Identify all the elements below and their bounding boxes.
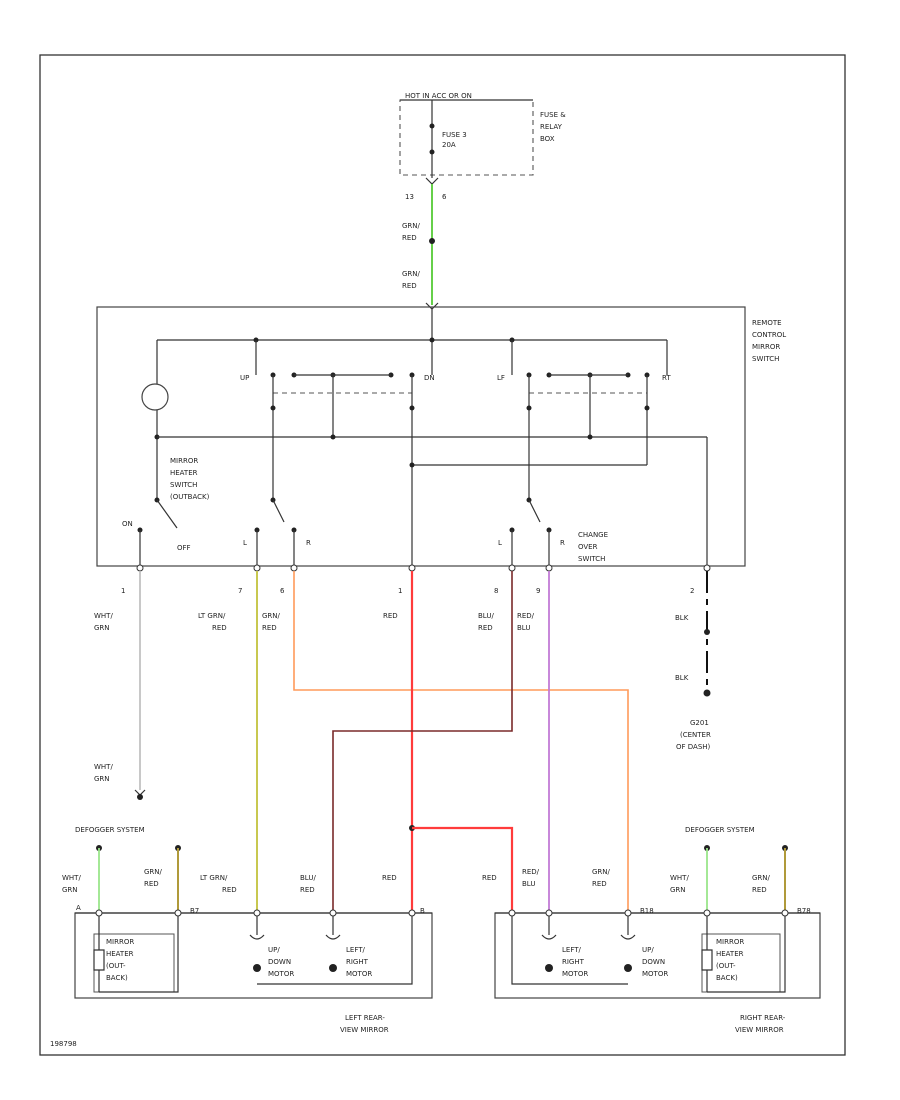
wire-label-lt-grn-red: LT GRN/RED <box>198 612 227 632</box>
diagram-frame <box>39 54 846 1056</box>
svg-text:B18: B18 <box>640 907 654 915</box>
harness-wires <box>134 571 711 910</box>
footer-code: 198798 <box>50 1040 77 1048</box>
defogger-left-label: DEFOGGER SYSTEM <box>75 826 145 834</box>
wire-label-wht-grn: WHT/GRN <box>94 612 113 632</box>
svg-text:LF: LF <box>497 374 505 382</box>
svg-text:B78: B78 <box>797 907 811 915</box>
svg-text:L: L <box>498 539 502 547</box>
svg-text:UP: UP <box>240 374 249 382</box>
right-mirror-label: RIGHT REAR-VIEW MIRROR <box>735 1014 786 1034</box>
wire-label-blk-1: BLK <box>675 614 689 622</box>
wire-label-grn-red-2: GRN/RED <box>402 270 421 290</box>
l-grn-red-label: GRN/RED <box>144 868 163 888</box>
left-mirror-label: LEFT REAR-VIEW MIRROR <box>340 1014 389 1034</box>
svg-text:6: 6 <box>280 587 285 595</box>
svg-text:R: R <box>560 539 565 547</box>
switch-connector-pins: 1 7 6 1 8 9 2 <box>121 564 711 595</box>
left-rear-view-mirror: DEFOGGER SYSTEM WHT/GRN GRN/RED LT GRN/R… <box>62 826 433 1034</box>
svg-text:B7: B7 <box>190 907 199 915</box>
wire-label-blk-2: BLK <box>675 674 689 682</box>
wire-label-grn-red: GRN/RED <box>262 612 281 632</box>
svg-text:8: 8 <box>494 587 498 595</box>
svg-text:1: 1 <box>121 587 125 595</box>
r-red-label: RED <box>482 874 497 882</box>
wire-label-blu-red: BLU/RED <box>478 612 494 632</box>
right-rear-view-mirror: DEFOGGER SYSTEM RED RED/BLU GRN/RED WHT/… <box>482 826 821 1034</box>
svg-text:2: 2 <box>690 587 694 595</box>
svg-text:7: 7 <box>238 587 242 595</box>
svg-text:L: L <box>243 539 247 547</box>
svg-text:OFF: OFF <box>177 544 191 552</box>
l-lt-grn-red-label: LT GRN/RED <box>200 874 237 894</box>
svg-text:13: 13 <box>405 193 414 201</box>
l-wht-grn-label: WHT/GRN <box>62 874 81 894</box>
r-red-blu-label: RED/BLU <box>522 868 540 888</box>
svg-text:RT: RT <box>662 374 671 382</box>
svg-text:B: B <box>420 907 425 915</box>
svg-text:9: 9 <box>536 587 540 595</box>
svg-text:A: A <box>76 904 81 912</box>
svg-text:R: R <box>306 539 311 547</box>
l-red-label: RED <box>382 874 397 882</box>
svg-text:ON: ON <box>122 520 133 528</box>
wire-label-grn-red-1: GRN/RED <box>402 222 421 242</box>
indicator-lamp <box>141 383 169 411</box>
svg-text:HOT IN ACC OR ON: HOT IN ACC OR ON <box>405 92 472 100</box>
wire-label-red-blu: RED/BLU <box>517 612 535 632</box>
r-grn-red-label: GRN/RED <box>592 868 611 888</box>
svg-text:1: 1 <box>398 587 402 595</box>
l-blu-red-label: BLU/RED <box>300 874 316 894</box>
wire-label-red: RED <box>383 612 398 620</box>
defogger-right-label: DEFOGGER SYSTEM <box>685 826 755 834</box>
r-wht-grn-label: WHT/GRN <box>670 874 689 894</box>
svg-text:DN: DN <box>424 374 435 382</box>
svg-text:6: 6 <box>442 193 447 201</box>
wire-label-wht-grn-2: WHT/GRN <box>94 763 113 783</box>
r-grn-red-2-label: GRN/RED <box>752 874 771 894</box>
